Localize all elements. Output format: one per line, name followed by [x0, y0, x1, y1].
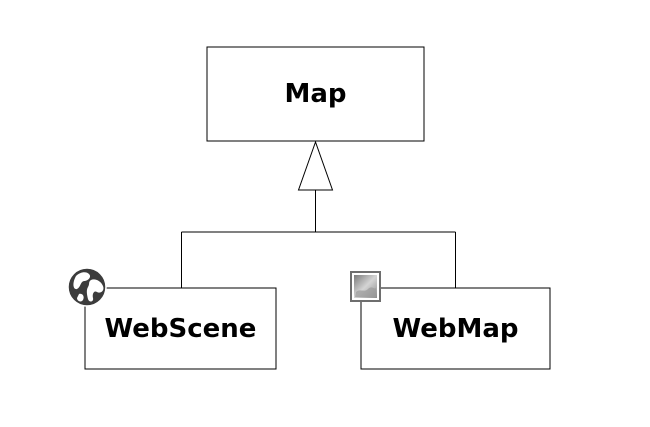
map-tile-icon — [350, 271, 381, 302]
webmap-box — [360, 287, 551, 370]
webscene-label: WebScene — [105, 314, 257, 344]
map-node: Map — [206, 46, 425, 142]
map-box — [206, 46, 425, 142]
webmap-node: WebMap — [350, 271, 551, 370]
webscene-node: WebScene — [67, 267, 277, 370]
inheritance-arrowhead — [297, 140, 334, 191]
webmap-label: WebMap — [392, 314, 518, 344]
webscene-box — [84, 287, 277, 370]
inheritance-connector — [181, 140, 456, 288]
map-label: Map — [284, 79, 346, 109]
globe-icon — [67, 267, 107, 307]
